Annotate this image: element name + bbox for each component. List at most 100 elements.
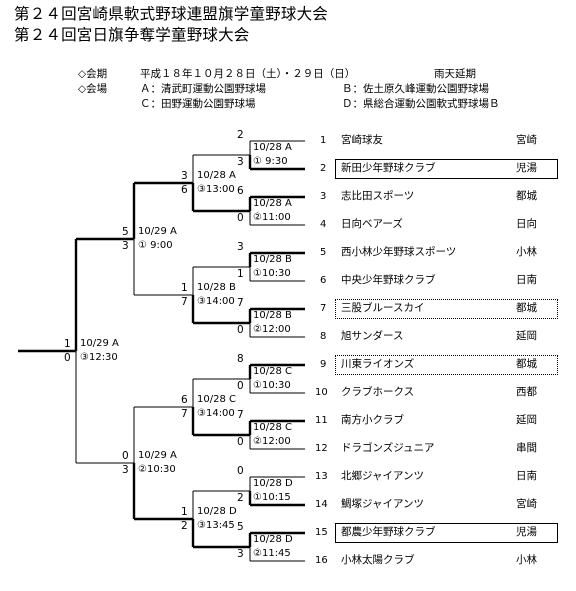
team-number: 7 <box>320 303 327 314</box>
team-name: 三股ブルースカイ <box>341 302 425 314</box>
team-area: 延岡 <box>516 414 537 426</box>
match-date: 10/28 C <box>253 366 292 377</box>
team-name: 小林太陽クラブ <box>341 554 415 566</box>
match-date: 10/28 D <box>253 534 293 545</box>
score-bottom: 3 <box>237 156 244 168</box>
match-date: 10/28 B <box>253 310 292 321</box>
match-time: ②12:00 <box>253 324 291 335</box>
score-top: 2 <box>237 129 244 141</box>
match-time: ①10:30 <box>253 380 291 391</box>
team-area: 都城 <box>516 302 537 314</box>
score-bottom: 0 <box>237 380 244 392</box>
team-name: 日向ベアーズ <box>341 218 403 230</box>
page-title-2: 第２４回宮日旗争奪学童野球大会 <box>14 26 250 44</box>
dates-label: ◇会期 <box>78 68 108 80</box>
score-bottom: 0 <box>237 324 244 336</box>
match-date: 10/28 B <box>253 254 292 265</box>
score-top: 6 <box>237 185 244 197</box>
match-time: ②10:30 <box>138 464 176 475</box>
team-number: 5 <box>320 247 327 258</box>
match-date: 10/29 A <box>138 226 177 237</box>
team-number: 2 <box>320 163 327 174</box>
final-score-top: 1 <box>64 338 71 350</box>
match-date: 10/28 C <box>253 422 292 433</box>
page-title-1: 第２４回宮崎県軟式野球連盟旗学童野球大会 <box>14 5 329 23</box>
match-date: 10/28 D <box>253 478 293 489</box>
match-time: ③13:45 <box>197 520 235 531</box>
team-name: 新田少年野球クラブ <box>341 162 436 174</box>
team-area: 小林 <box>516 246 537 258</box>
team-area: 日向 <box>516 218 537 230</box>
team-number: 13 <box>315 471 328 482</box>
score-top: 8 <box>237 353 244 365</box>
team-number: 12 <box>315 443 328 454</box>
match-time: ① 9:00 <box>138 240 173 251</box>
score-bottom: 7 <box>181 296 188 308</box>
match-time: ②11:00 <box>253 212 291 223</box>
score-bottom: 6 <box>181 184 188 196</box>
team-number: 1 <box>320 135 327 146</box>
score-bottom: 7 <box>181 408 188 420</box>
match-date: 10/28 B <box>197 282 236 293</box>
team-area: 串間 <box>516 442 537 454</box>
team-number: 8 <box>320 331 327 342</box>
score-bottom: 1 <box>237 268 244 280</box>
final-date: 10/29 A <box>80 338 119 349</box>
score-top: 1 <box>181 506 188 518</box>
dates-value: 平成１８年１０月２８日（土）・２９日（日） <box>140 68 356 80</box>
match-time: ①10:15 <box>253 492 291 503</box>
match-time: ③14:00 <box>197 408 235 419</box>
score-top: 3 <box>237 241 244 253</box>
team-name: 中央少年野球クラブ <box>341 274 436 286</box>
team-highlight-box <box>335 299 558 319</box>
venue-a: Ａ：清武町運動公園野球場 <box>140 83 266 95</box>
match-date: 10/28 A <box>197 170 236 181</box>
score-top: 7 <box>237 297 244 309</box>
team-area: 延岡 <box>516 330 537 342</box>
team-number: 10 <box>315 387 328 398</box>
score-bottom: 3 <box>237 548 244 560</box>
match-date: 10/28 C <box>197 394 236 405</box>
venue-d: Ｄ：県総合運動公園軟式野球場Ｂ <box>342 98 500 110</box>
score-bottom: 2 <box>181 520 188 532</box>
score-top: 5 <box>122 226 129 238</box>
team-area: 西都 <box>516 386 537 398</box>
final-time: ③12:30 <box>80 352 118 363</box>
team-number: 3 <box>320 191 327 202</box>
team-highlight-box <box>335 523 558 543</box>
score-bottom: 0 <box>237 212 244 224</box>
team-number: 15 <box>315 527 328 538</box>
team-area: 都城 <box>516 190 537 202</box>
team-name: 鯛塚ジャイアンツ <box>341 498 425 510</box>
team-name: 宮崎球友 <box>341 134 383 146</box>
match-date: 10/28 A <box>253 142 292 153</box>
team-number: 9 <box>320 359 327 370</box>
score-bottom: 3 <box>122 464 129 476</box>
team-number: 6 <box>320 275 327 286</box>
score-bottom: 3 <box>122 240 129 252</box>
team-area: 児湯 <box>516 162 537 174</box>
score-top: 7 <box>237 409 244 421</box>
team-name: 川東ライオンズ <box>341 358 415 370</box>
score-top: 5 <box>237 521 244 533</box>
team-area: 日南 <box>516 274 537 286</box>
match-time: ①10:30 <box>253 268 291 279</box>
team-area: 日南 <box>516 470 537 482</box>
team-area: 都城 <box>516 358 537 370</box>
match-time: ③14:00 <box>197 296 235 307</box>
team-highlight-box <box>335 355 558 375</box>
score-bottom: 2 <box>237 492 244 504</box>
team-name: 都農少年野球クラブ <box>341 526 436 538</box>
venue-b: Ｂ：佐土原久峰運動公園野球場 <box>342 83 489 95</box>
match-date: 10/29 A <box>138 450 177 461</box>
match-date: 10/28 A <box>253 198 292 209</box>
team-name: 北郷ジャイアンツ <box>341 470 425 482</box>
team-number: 11 <box>315 415 328 426</box>
team-number: 14 <box>315 499 328 510</box>
score-top: 0 <box>237 465 244 477</box>
match-time: ① 9:30 <box>253 156 288 167</box>
team-name: ドラゴンズジュニア <box>341 442 435 454</box>
team-area: 宮崎 <box>516 498 537 510</box>
match-time: ②11:45 <box>253 548 291 559</box>
